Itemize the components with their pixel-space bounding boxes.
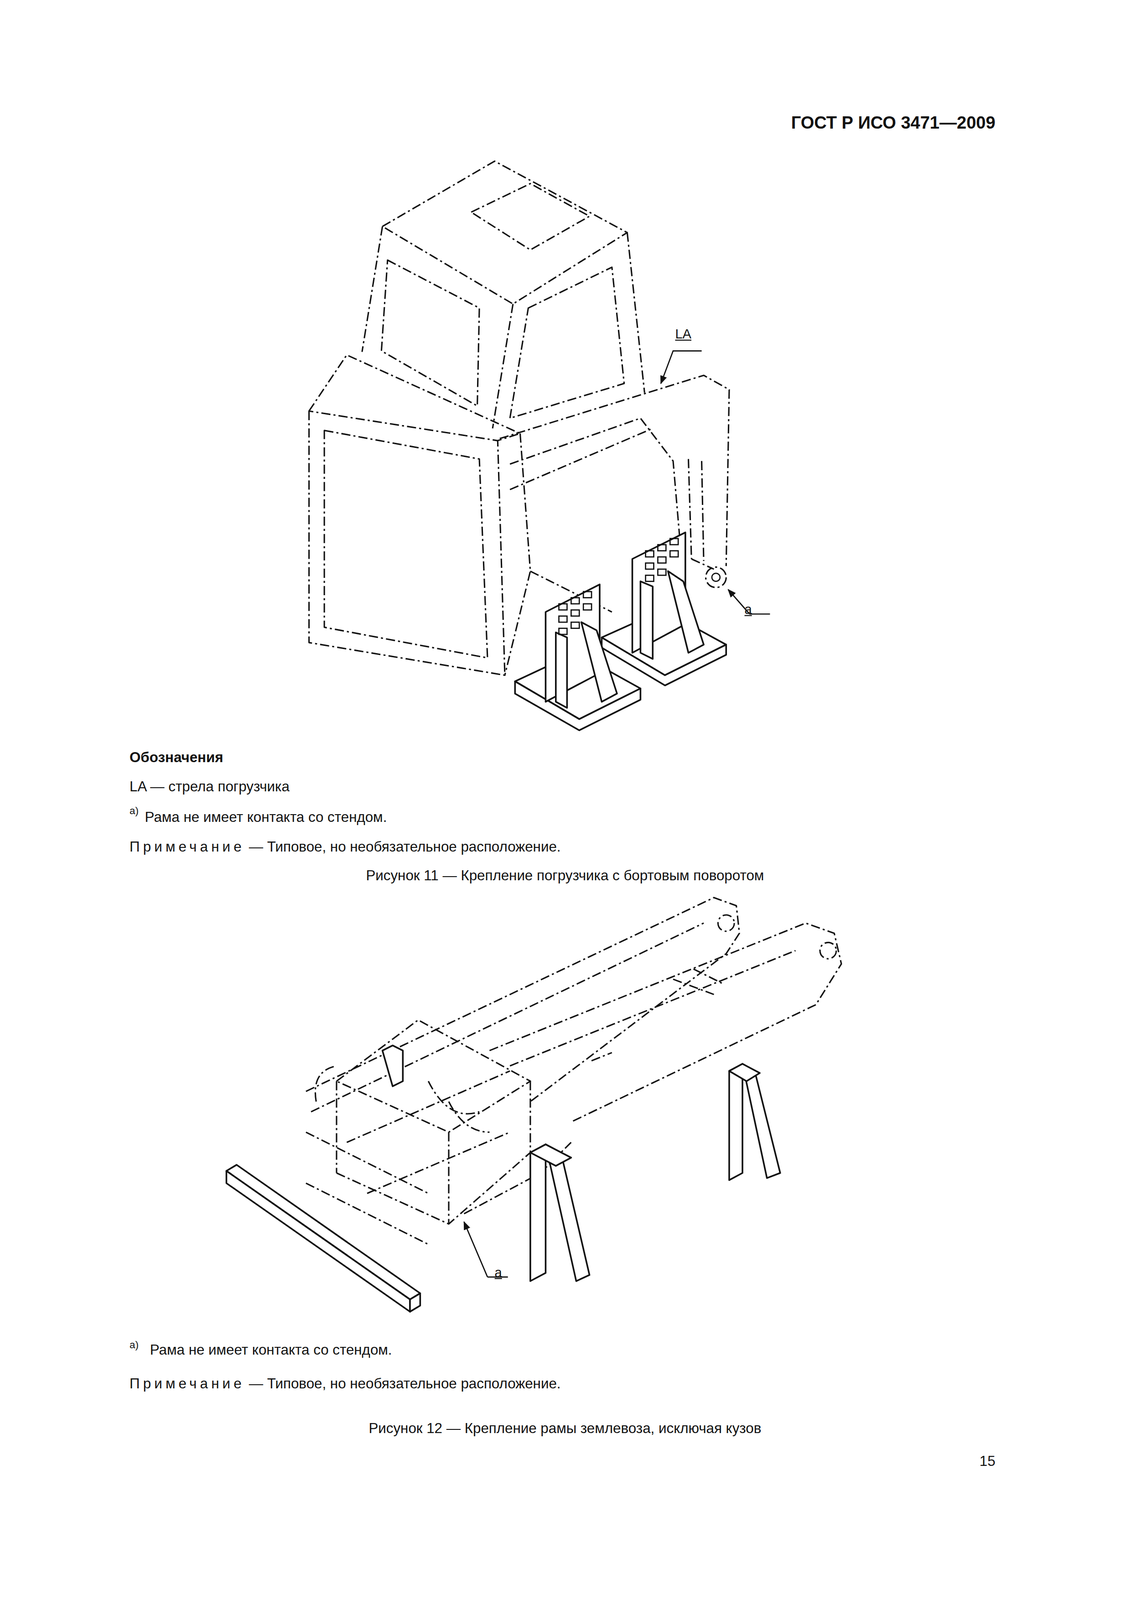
page-header: ГОСТ Р ИСО 3471—2009 [791, 113, 996, 134]
loader-drawing [309, 160, 771, 731]
footnote-mark: a) [129, 803, 139, 817]
callout-letter: a [494, 1264, 503, 1282]
footnote-text: Рама не имеет контакта со стендом. [145, 808, 388, 826]
page-number: 15 [979, 1452, 996, 1470]
footnote-mark: a) [129, 1338, 139, 1352]
note-heading: Примечание [129, 1374, 245, 1393]
figure-caption: Рисунок 12 — Крепление рамы землевоза, и… [368, 1419, 762, 1438]
note-heading: Примечание [129, 838, 245, 856]
callout-letter: a [744, 601, 752, 618]
footnote-text: Рама не имеет контакта со стендом. [150, 1341, 393, 1359]
legend-heading: Обозначения [129, 748, 224, 766]
note-text: — Типовое, но необязательное расположени… [249, 1374, 561, 1393]
legend-entry: LA — стрела погрузчика [129, 778, 290, 796]
figure-caption: Рисунок 11 — Крепление погрузчика с борт… [365, 866, 764, 885]
note-text: — Типовое, но необязательное расположени… [249, 838, 561, 856]
truck-frame-drawing [226, 897, 841, 1312]
part-label: LA [674, 326, 692, 343]
